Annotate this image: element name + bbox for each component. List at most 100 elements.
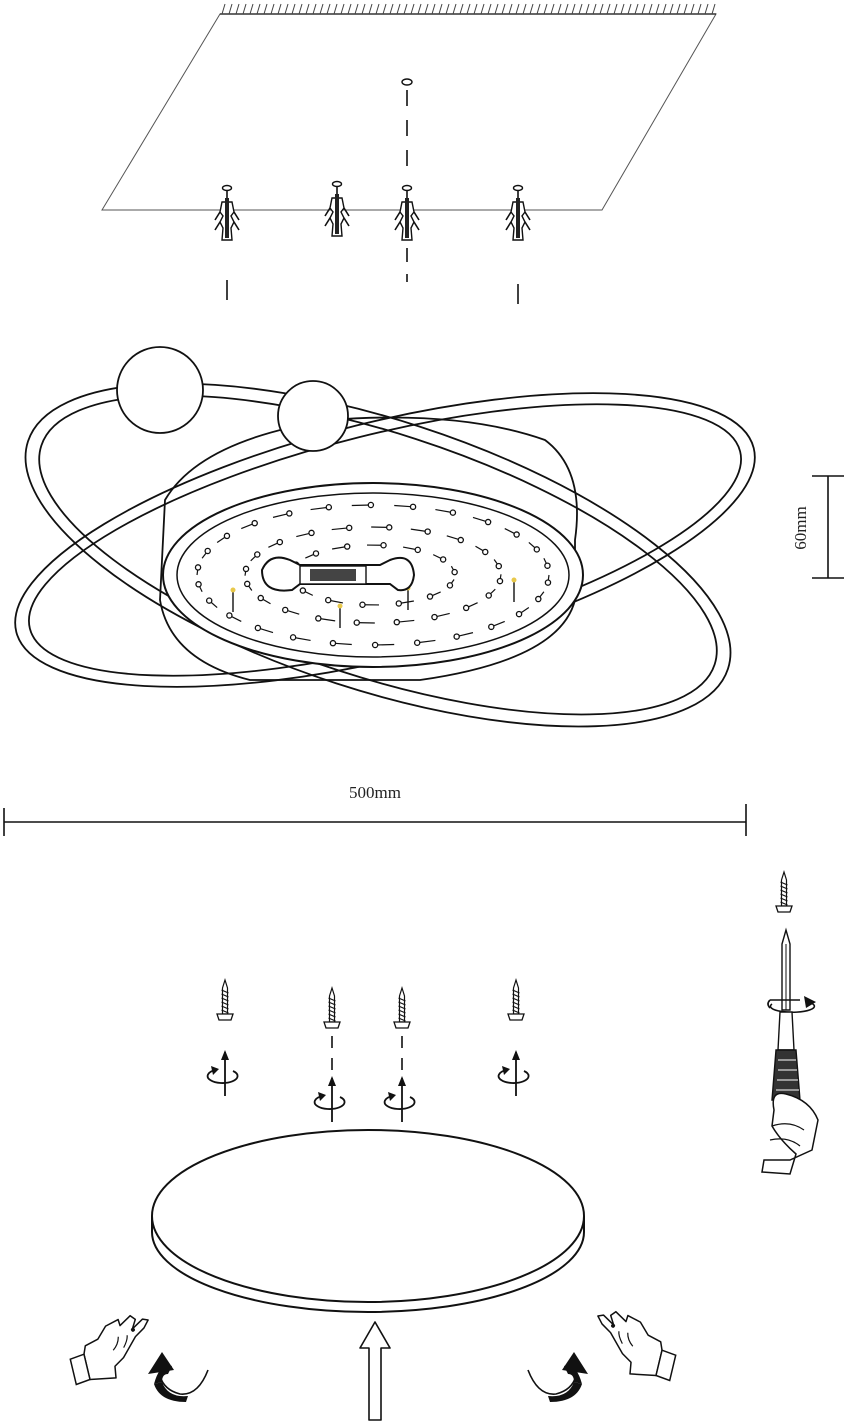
hatch-mark [459, 3, 464, 15]
led-chip [254, 551, 261, 558]
hatch-mark [396, 3, 401, 15]
wall-anchor-icon [505, 184, 531, 304]
led-chip [367, 501, 375, 509]
wall-anchor-icon [214, 184, 240, 300]
hatch-mark [375, 3, 380, 15]
led-chip [276, 538, 284, 546]
wall-anchor-icon [394, 78, 420, 282]
hatch-mark [389, 3, 394, 15]
led-chip [324, 596, 332, 604]
hatch-mark [424, 3, 429, 15]
screwdriver-icon [761, 871, 819, 1175]
hatch-mark [305, 3, 310, 15]
hatch-mark [291, 3, 296, 15]
led-chip [359, 601, 366, 609]
led-chip [257, 594, 264, 602]
hatch-mark [361, 3, 366, 15]
led-chip [426, 593, 434, 600]
hatch-mark [340, 3, 345, 15]
hatch-mark [298, 3, 303, 15]
screw-icon [313, 987, 346, 1123]
hatch-mark [410, 3, 415, 15]
screw-icon [383, 987, 416, 1123]
hatch-mark [284, 3, 289, 15]
curved-arrow-icon [527, 1352, 588, 1402]
hatch-mark [613, 3, 618, 15]
hatch-mark [382, 3, 387, 15]
hatch-mark [354, 3, 359, 15]
led-chip [315, 615, 322, 622]
hatch-mark [312, 3, 317, 15]
hatch-mark [242, 3, 247, 15]
hatch-mark [662, 3, 667, 15]
hatch-mark [585, 3, 590, 15]
led-chip [205, 597, 213, 604]
hand-icon [580, 1299, 689, 1396]
hatch-mark [522, 3, 527, 15]
led-chip [289, 634, 297, 641]
led-chip [308, 529, 315, 537]
led-chip [462, 604, 470, 612]
led-chip [495, 562, 503, 570]
hatch-mark [655, 3, 660, 15]
led-chip [254, 624, 262, 632]
led-chip [393, 618, 401, 626]
hatch-mark [228, 3, 233, 15]
hatch-mark [249, 3, 254, 15]
hatch-mark [403, 3, 408, 15]
hatch-mark [417, 3, 422, 15]
led-chip [286, 510, 293, 517]
width-dimension: 500mm [3, 783, 747, 836]
hatch-mark [529, 3, 534, 15]
hatch-mark [536, 3, 541, 15]
led-chip [488, 623, 495, 631]
led-chip [449, 509, 457, 516]
hatch-mark [571, 3, 576, 15]
hatch-mark [578, 3, 583, 15]
led-chip [431, 613, 438, 621]
hatch-mark [634, 3, 639, 15]
hatch-mark [620, 3, 625, 15]
hatch-mark [333, 3, 338, 15]
led-chip [371, 641, 379, 649]
hatch-mark [452, 3, 457, 15]
led-chip [329, 639, 337, 647]
hatch-mark [564, 3, 569, 15]
hand-icon [57, 1303, 166, 1400]
led-chip [204, 547, 211, 555]
led-chip [535, 595, 542, 603]
lamp-ring-inner [24, 382, 732, 728]
led-chip [439, 556, 447, 563]
led-chip [515, 610, 523, 618]
led-marker [337, 603, 343, 609]
led-chip [409, 503, 417, 511]
hatch-mark [543, 3, 548, 15]
led-marker [511, 577, 517, 583]
led-chip [194, 564, 202, 571]
hatch-mark [445, 3, 450, 15]
hatch-mark [599, 3, 604, 15]
hatch-mark [438, 3, 443, 15]
hatch-mark [627, 3, 632, 15]
height-dimension: 60mm [791, 475, 844, 579]
hatch-mark [690, 3, 695, 15]
led-driver [260, 556, 416, 592]
hatch-mark [704, 3, 709, 15]
led-chip [226, 612, 233, 619]
hatch-mark [501, 3, 506, 15]
led-chip [343, 543, 351, 550]
hatch-mark [508, 3, 513, 15]
hatch-mark [592, 3, 597, 15]
screw-icon [206, 979, 239, 1097]
height-dimension-label: 60mm [791, 506, 810, 549]
led-chip [251, 519, 258, 527]
hatch-mark [368, 3, 373, 15]
ceiling-lamp [14, 346, 756, 728]
hatch-mark [480, 3, 485, 15]
led-chip [446, 582, 454, 589]
led-chip [353, 619, 361, 626]
led-chip [299, 587, 307, 594]
led-chip [414, 546, 422, 554]
led-chip [457, 536, 465, 544]
led-chip [195, 581, 202, 588]
